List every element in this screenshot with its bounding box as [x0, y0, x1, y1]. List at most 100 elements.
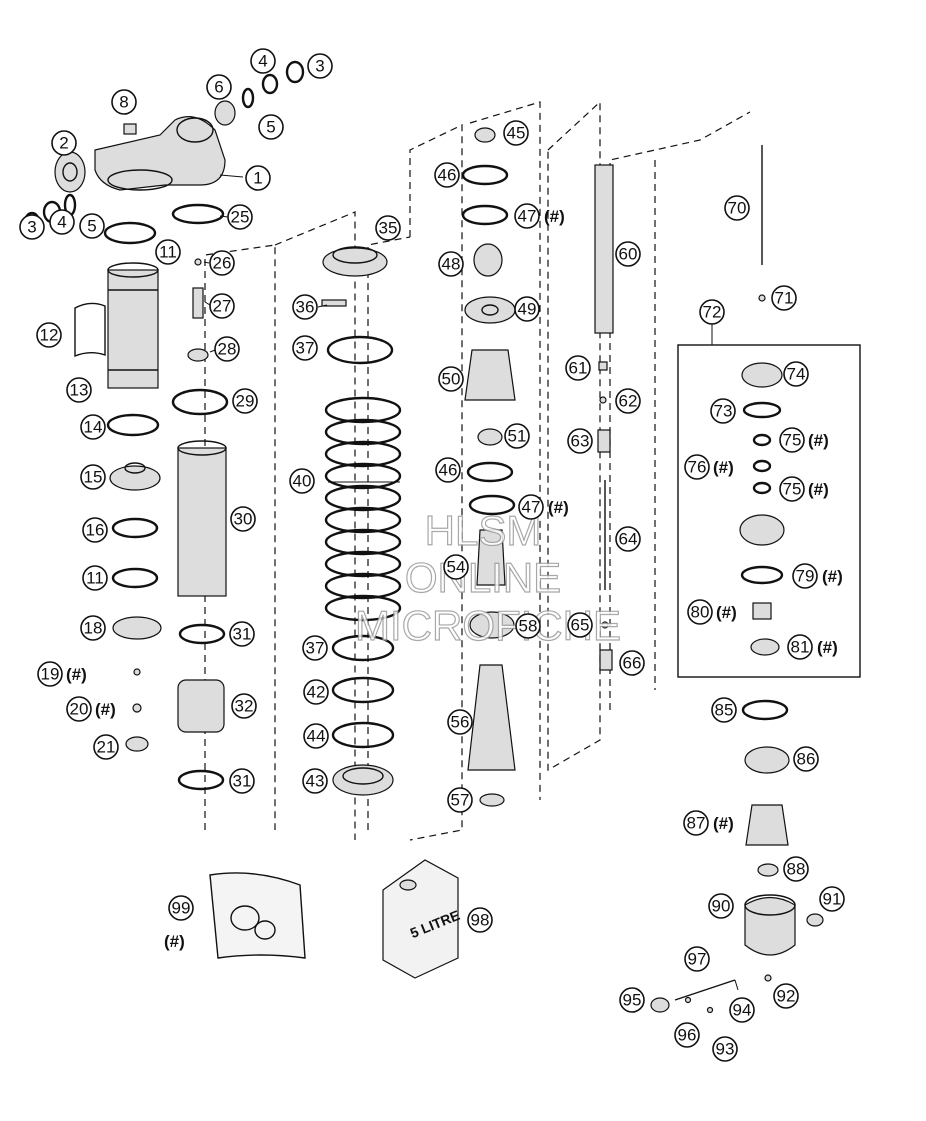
svg-text:5: 5	[266, 118, 275, 137]
svg-text:96: 96	[678, 1026, 697, 1045]
parts-column-6	[650, 145, 824, 1014]
callout-46b: 46	[435, 457, 461, 483]
svg-text:11: 11	[159, 243, 177, 262]
callout-3b: 3	[307, 53, 333, 79]
callout-91: 91	[819, 886, 845, 912]
parts-column-4	[461, 127, 516, 807]
svg-text:49: 49	[518, 300, 537, 319]
callout-30: 30	[230, 506, 256, 532]
callout-31b: 31	[229, 768, 255, 794]
callout-19: 19	[37, 661, 63, 687]
callout-79: 79	[792, 563, 818, 589]
callout-86: 86	[793, 746, 819, 772]
svg-text:20: 20	[70, 700, 89, 719]
svg-text:3: 3	[315, 57, 324, 76]
svg-text:46: 46	[439, 461, 458, 480]
callout-48: 48	[438, 251, 464, 277]
callout-40: 40	[289, 468, 315, 494]
svg-text:25: 25	[231, 208, 250, 227]
svg-text:47: 47	[518, 207, 537, 226]
svg-text:57: 57	[451, 791, 470, 810]
watermark-line-2: ONLINE	[405, 554, 561, 601]
callout-62: 62	[615, 388, 641, 414]
svg-text:51: 51	[508, 427, 527, 446]
callout-61: 61	[565, 355, 591, 381]
svg-text:21: 21	[97, 738, 116, 757]
callout-26: 26	[209, 250, 235, 276]
svg-text:40: 40	[293, 472, 312, 491]
svg-text:90: 90	[712, 897, 731, 916]
svg-text:58: 58	[519, 617, 538, 636]
parts-column-2	[171, 203, 229, 791]
callout-73: 73	[710, 398, 736, 424]
callout-50: 50	[438, 366, 464, 392]
callout-75a: 75	[779, 427, 805, 453]
svg-text:50: 50	[442, 370, 461, 389]
callout-4b: 4	[250, 48, 276, 74]
callout-42: 42	[303, 679, 329, 705]
svg-text:99: 99	[172, 899, 191, 918]
callout-36: 36	[292, 294, 318, 320]
svg-text:5: 5	[87, 217, 96, 236]
svg-text:46: 46	[438, 166, 457, 185]
callout-37b: 37	[302, 635, 328, 661]
svg-text:54: 54	[447, 558, 466, 577]
svg-text:19: 19	[41, 665, 60, 684]
svg-text:64: 64	[619, 530, 638, 549]
svg-text:16: 16	[86, 521, 105, 540]
svg-text:4: 4	[57, 213, 66, 232]
svg-text:15: 15	[84, 468, 103, 487]
callout-29: 29	[232, 388, 258, 414]
svg-text:29: 29	[236, 392, 255, 411]
callout-70: 70	[724, 195, 750, 221]
callout-2: 2	[51, 130, 77, 156]
callout-60: 60	[615, 241, 641, 267]
parts-column-3	[321, 246, 402, 796]
callout-90: 90	[708, 893, 734, 919]
svg-text:94: 94	[733, 1001, 752, 1020]
callout-47b: 47	[518, 494, 544, 520]
svg-text:42: 42	[307, 683, 326, 702]
svg-text:13: 13	[70, 381, 89, 400]
optional-marker-81: (#)	[817, 638, 838, 657]
group-outlines	[204, 100, 861, 841]
svg-text:3: 3	[27, 218, 36, 237]
callout-35: 35	[375, 215, 401, 241]
grease-bag-99	[209, 872, 306, 959]
optional-marker-47a: (#)	[544, 207, 565, 226]
parts-column-1	[23, 60, 305, 752]
svg-text:62: 62	[619, 392, 638, 411]
callout-56: 56	[447, 709, 473, 735]
callout-74: 74	[783, 361, 809, 387]
svg-text:93: 93	[716, 1040, 735, 1059]
callout-4a: 4	[49, 209, 75, 235]
svg-text:85: 85	[715, 701, 734, 720]
callout-21: 21	[93, 734, 119, 760]
callout-94: 94	[729, 997, 755, 1023]
svg-text:88: 88	[787, 860, 806, 879]
callout-71: 71	[771, 285, 797, 311]
svg-text:73: 73	[714, 402, 733, 421]
callout-98: 98	[467, 907, 493, 933]
svg-text:45: 45	[507, 124, 526, 143]
svg-text:44: 44	[307, 727, 326, 746]
svg-text:72: 72	[703, 303, 722, 322]
svg-text:12: 12	[40, 326, 59, 345]
optional-marker-20: (#)	[95, 700, 116, 719]
callout-3a: 3	[19, 214, 45, 240]
callout-12: 12	[36, 322, 62, 348]
callout-76: 76	[684, 454, 710, 480]
callout-63: 63	[567, 428, 593, 454]
callout-27: 27	[209, 293, 235, 319]
optional-marker-87: (#)	[713, 814, 734, 833]
oil-can-98: 5 LITRE	[382, 859, 462, 979]
callout-5b: 5	[258, 114, 284, 140]
svg-text:74: 74	[787, 365, 806, 384]
optional-marker-79: (#)	[822, 567, 843, 586]
svg-text:32: 32	[235, 697, 254, 716]
svg-text:28: 28	[218, 340, 237, 359]
callout-75b: 75	[779, 476, 805, 502]
watermark-line-3: MICROFICHE	[355, 602, 621, 649]
callout-18: 18	[80, 615, 106, 641]
